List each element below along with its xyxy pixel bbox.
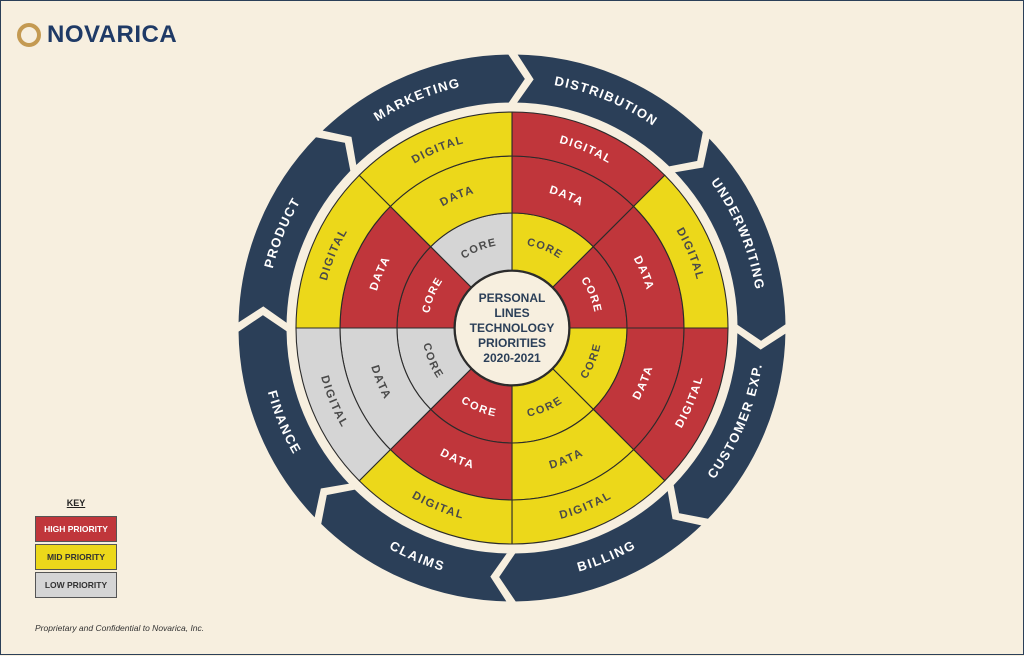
key-title: KEY bbox=[66, 498, 86, 508]
outer-band-distribution bbox=[511, 51, 707, 170]
outer-band-product bbox=[235, 133, 354, 329]
brand-name: NOVARICA bbox=[47, 21, 178, 48]
center-title-line: PERSONAL bbox=[479, 291, 546, 305]
outer-band-marketing bbox=[316, 51, 529, 172]
key-item-mid: MID PRIORITY bbox=[35, 544, 117, 570]
key-item-low: LOW PRIORITY bbox=[35, 572, 117, 598]
outer-band-underwriting bbox=[668, 132, 789, 345]
center-title-line: 2020-2021 bbox=[483, 351, 541, 365]
outer-band-claims bbox=[317, 486, 513, 605]
brand-logo: NOVARICA bbox=[17, 21, 177, 49]
footer-note: Proprietary and Confidential to Novarica… bbox=[35, 623, 205, 633]
outer-band-billing bbox=[495, 484, 708, 605]
center-hub-circle bbox=[454, 270, 570, 386]
center-title-line: TECHNOLOGY bbox=[470, 321, 555, 335]
digital-cell-marketing bbox=[358, 111, 513, 208]
center-title-line: LINES bbox=[494, 306, 529, 320]
priority-ring-layer: COREDATADIGITALCOREDATADIGITALCOREDATADI… bbox=[295, 111, 729, 545]
center-title-line: PRIORITIES bbox=[478, 336, 546, 350]
key-item-high: HIGH PRIORITY bbox=[35, 516, 117, 542]
novarica-ring-logo-icon bbox=[17, 23, 41, 47]
outer-band-customer-exp bbox=[670, 327, 789, 523]
outer-band-finance bbox=[235, 311, 356, 524]
